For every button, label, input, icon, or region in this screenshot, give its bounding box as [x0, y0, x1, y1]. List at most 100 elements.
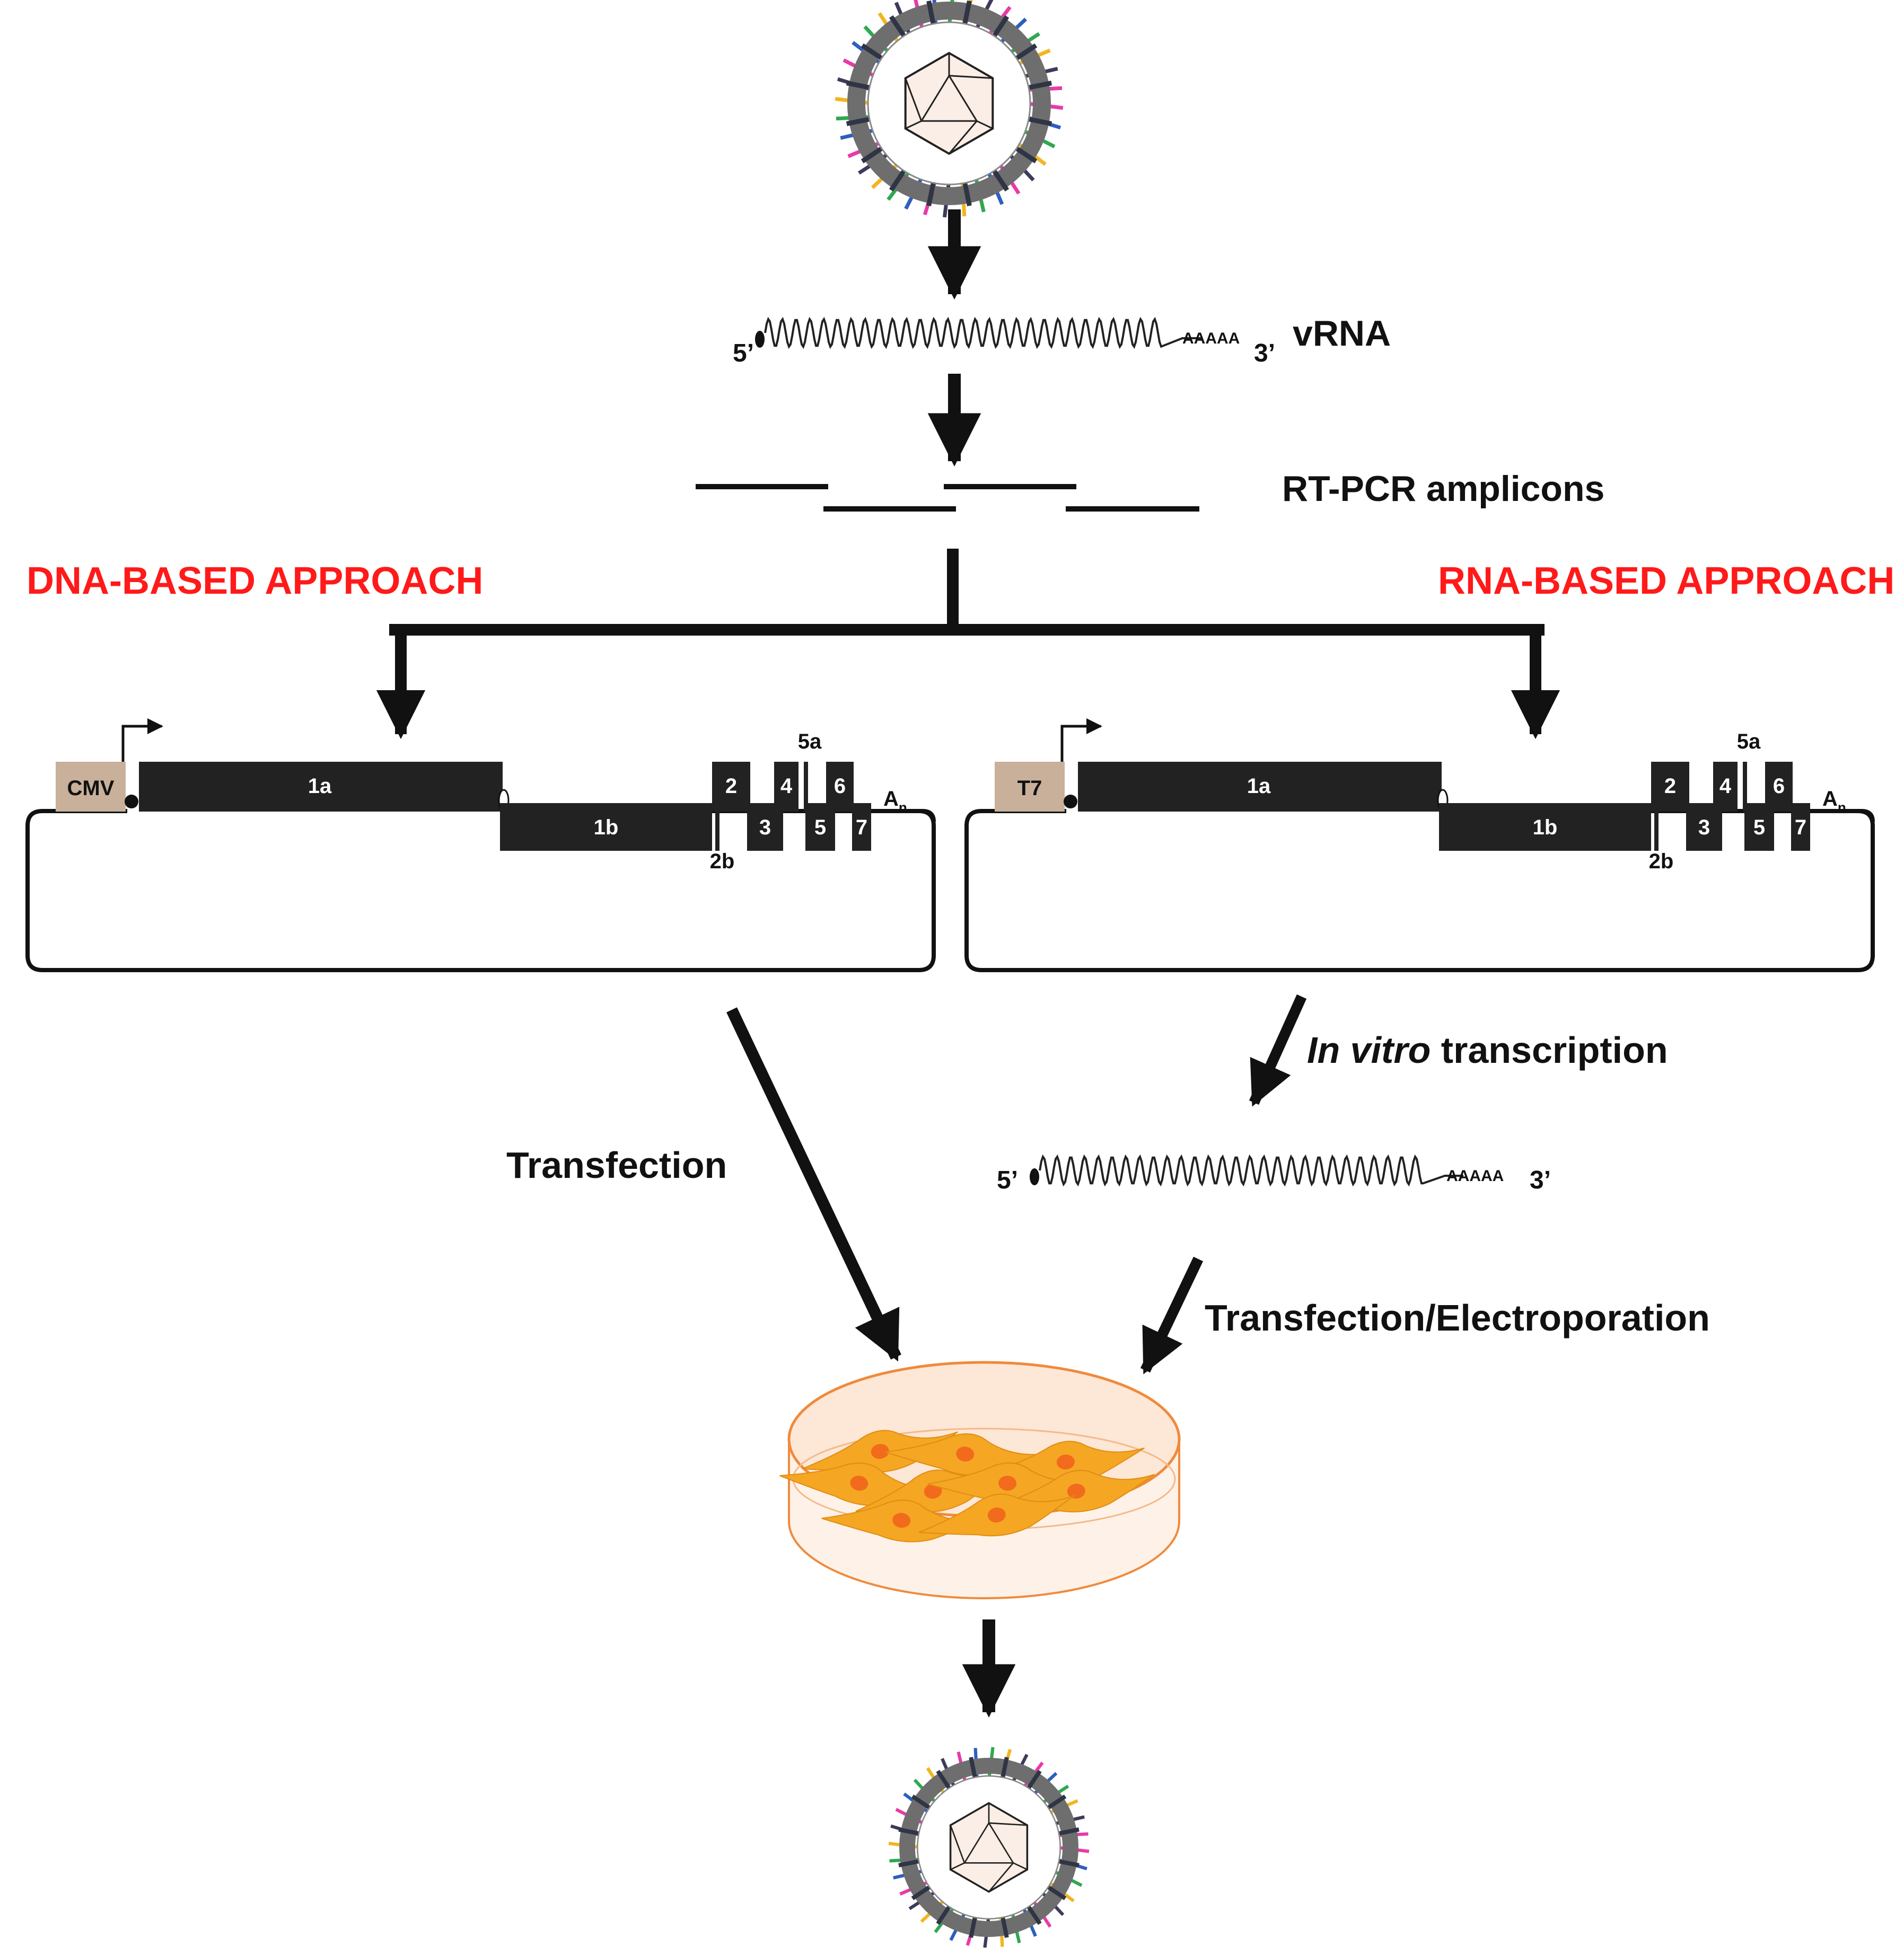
- membrane-protein-icon: [1001, 1757, 1009, 1778]
- transcribed-rna-strand: 5’ AAAAA 3’: [997, 1154, 1551, 1194]
- nucleus-icon: [1056, 1454, 1075, 1470]
- rna-approach-title: RNA-BASED APPROACH: [1438, 560, 1894, 602]
- membrane-protein-icon: [1058, 1827, 1080, 1836]
- rna2-three-prime: 3’: [1530, 1166, 1551, 1194]
- gene-7-label: 7: [1795, 816, 1806, 839]
- membrane-protein-icon: [1026, 1769, 1042, 1790]
- gene-4: [774, 762, 799, 812]
- transcribed-rna-wave: [1039, 1154, 1463, 1187]
- gene-5a-label: 5a: [1737, 730, 1761, 753]
- gene-5a-label: 5a: [798, 730, 822, 753]
- membrane-protein-icon: [911, 1794, 931, 1810]
- nucleus-icon: [924, 1483, 942, 1499]
- membrane-protein-icon: [936, 1769, 951, 1790]
- plasmid-backbone: [964, 809, 1875, 972]
- five-prime-cap-icon: [755, 331, 765, 348]
- rna-plasmid: T7 1a 1b 2b 2 3 4 5a 5 6 7 An: [964, 718, 1875, 972]
- gene-2b-label: 2b: [710, 850, 735, 873]
- membrane-protein-icon: [1047, 1885, 1067, 1900]
- nucleus-icon: [871, 1443, 889, 1459]
- branch-connector: [376, 549, 1560, 739]
- amplicons-label: RT-PCR amplicons: [1282, 469, 1604, 509]
- gene-2b: [715, 803, 720, 851]
- arrow-rna-transfection: [1140, 1256, 1204, 1375]
- gene-2: [712, 762, 750, 812]
- gene-6-label: 6: [1773, 774, 1785, 798]
- membrane-protein-icon: [1028, 117, 1052, 126]
- membrane-protein-icon: [1026, 1905, 1042, 1925]
- membrane-protein-icon: [889, 169, 906, 192]
- membrane-protein-icon: [926, 0, 936, 24]
- vrna-strand: 5’ AAAAA 3’ vRNA: [733, 313, 1391, 367]
- gene-4: [1713, 762, 1738, 812]
- membrane-protein-icon: [992, 169, 1010, 192]
- gene-5-label: 5: [814, 816, 826, 839]
- viral-envelope-icon: [899, 1758, 1078, 1937]
- vrna-polya: AAAAA: [1182, 330, 1240, 347]
- arrow-dna-transfection: [726, 1007, 901, 1362]
- membrane-protein-icon: [846, 117, 870, 126]
- transcription-start-arrow: [1060, 718, 1102, 762]
- gene-1b: [500, 803, 712, 851]
- nucleus-icon: [987, 1507, 1006, 1523]
- plasmid-backbone-top-right: [878, 809, 936, 822]
- cell-icon: [918, 1493, 1075, 1537]
- membrane-protein-icon: [898, 1859, 919, 1868]
- gene-6-label: 6: [834, 774, 846, 798]
- vrna-five-prime: 5’: [733, 339, 754, 367]
- gene-7-label: 7: [856, 816, 867, 839]
- gene-1a-label: 1a: [308, 774, 332, 798]
- rt-pcr-amplicons: [696, 484, 1199, 512]
- transfection-label: Transfection: [506, 1144, 727, 1186]
- cell-culture: [779, 1430, 1155, 1543]
- transfection-electroporation-label: Transfection/Electroporation: [1205, 1297, 1710, 1338]
- gene-1b: [1439, 803, 1651, 851]
- gene-3-label: 3: [759, 816, 771, 839]
- membrane-protein-icon: [846, 81, 870, 90]
- viral-envelope-icon: [847, 2, 1051, 205]
- membrane-protein-icon: [969, 1917, 977, 1938]
- cap-dot-icon: [1064, 795, 1077, 808]
- gene-4-label: 4: [1719, 774, 1732, 798]
- membrane-protein-icon: [1015, 43, 1038, 60]
- nucleus-icon: [998, 1475, 1017, 1491]
- gene-1b-label: 1b: [1533, 816, 1558, 839]
- membrane-protein-icon: [992, 15, 1010, 38]
- virion-top-icon: [835, 0, 1064, 218]
- gene-3-label: 3: [1698, 816, 1710, 839]
- gene-6: [826, 762, 854, 812]
- membrane-protein-icon: [1015, 146, 1038, 164]
- membrane-protein-icon: [911, 1885, 931, 1900]
- gene-5a: [1743, 762, 1747, 812]
- in-vitro-transcription-label: In vitro transcription: [1307, 1029, 1668, 1071]
- polya-tail-label: An: [1822, 787, 1846, 815]
- plasmid-backbone: [25, 809, 936, 972]
- nucleus-icon: [1067, 1483, 1085, 1499]
- membrane-protein-icon: [1028, 81, 1052, 90]
- virion-bottom-icon: [888, 1747, 1090, 1948]
- cap-dot-icon: [125, 795, 138, 808]
- membrane-protein-icon: [969, 1757, 977, 1778]
- promoter-box: [995, 762, 1065, 812]
- gene-5a: [804, 762, 808, 812]
- gene-1b-label: 1b: [594, 816, 619, 839]
- gene-7: [1791, 803, 1810, 851]
- membrane-protein-icon: [889, 15, 906, 38]
- membrane-protein-icon: [1058, 1859, 1080, 1868]
- membrane-protein-icon: [1047, 1794, 1067, 1810]
- membrane-protein-icon: [962, 0, 972, 24]
- membrane-protein-icon: [861, 146, 883, 164]
- promoter-label: CMV: [67, 777, 115, 800]
- gene-2b-label: 2b: [1649, 850, 1674, 873]
- dna-plasmid: CMV 1a 1b 2b 2 3 4 5a 5 6 7 An: [25, 718, 936, 972]
- petri-dish-icon: [779, 1361, 1181, 1599]
- rna2-polya: AAAAA: [1446, 1167, 1504, 1185]
- membrane-protein-icon: [1001, 1917, 1009, 1938]
- gene-6: [1765, 762, 1793, 812]
- vrna-three-prime: 3’: [1254, 339, 1275, 367]
- promoter-box: [56, 762, 126, 812]
- promoter-label: T7: [1017, 777, 1042, 800]
- arrow-in-vitro-transcription: [1249, 994, 1307, 1107]
- membrane-protein-icon: [962, 182, 972, 207]
